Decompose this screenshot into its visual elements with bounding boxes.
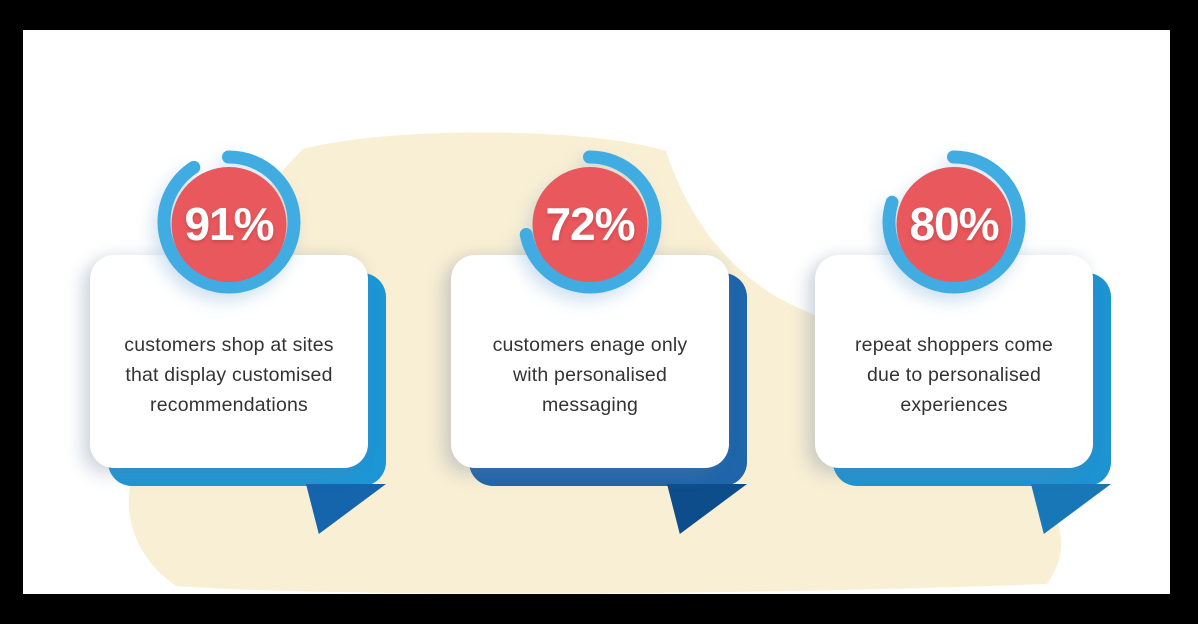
percent-label-3: 80% <box>909 197 999 250</box>
progress-ring-icon <box>882 150 1026 294</box>
stat-card-1: customers shop at sites that display cus… <box>90 150 386 534</box>
progress-ring-icon <box>157 150 301 294</box>
stat-card-face-1: customers shop at sites that display cus… <box>90 255 368 468</box>
stat-line: experiences <box>900 393 1008 416</box>
stat-line: customers shop at sites <box>124 333 334 356</box>
percent-badge-3: 80% <box>882 150 1026 294</box>
percent-label-2: 72% <box>545 197 635 250</box>
badge-circle-icon <box>532 167 648 282</box>
percent-label-1: 91% <box>184 197 274 250</box>
stat-line: customers enage only <box>492 333 688 356</box>
stat-line: repeat shoppers come <box>854 333 1054 356</box>
stat-description-2: customers enage only with personalised m… <box>493 330 688 420</box>
badge-circle-icon <box>171 167 287 282</box>
stat-description-3: repeat shoppers come due to personalised… <box>855 330 1053 420</box>
stat-line: that display customised <box>125 363 333 386</box>
badge-circle-icon <box>896 167 1012 282</box>
stat-card-3: repeat shoppers come due to personalised… <box>815 150 1111 534</box>
percent-badge-2: 72% <box>518 150 662 294</box>
stat-line: due to personalised <box>866 363 1041 386</box>
progress-ring-icon <box>518 150 662 294</box>
stat-card-2: customers enage only with personalised m… <box>451 150 747 534</box>
percent-badge-1: 91% <box>157 150 301 294</box>
stat-line: messaging <box>541 393 639 416</box>
stat-line: with personalised <box>512 363 668 386</box>
stat-line: recommendations <box>150 393 308 416</box>
stat-description-1: customers shop at sites that display cus… <box>124 330 333 420</box>
